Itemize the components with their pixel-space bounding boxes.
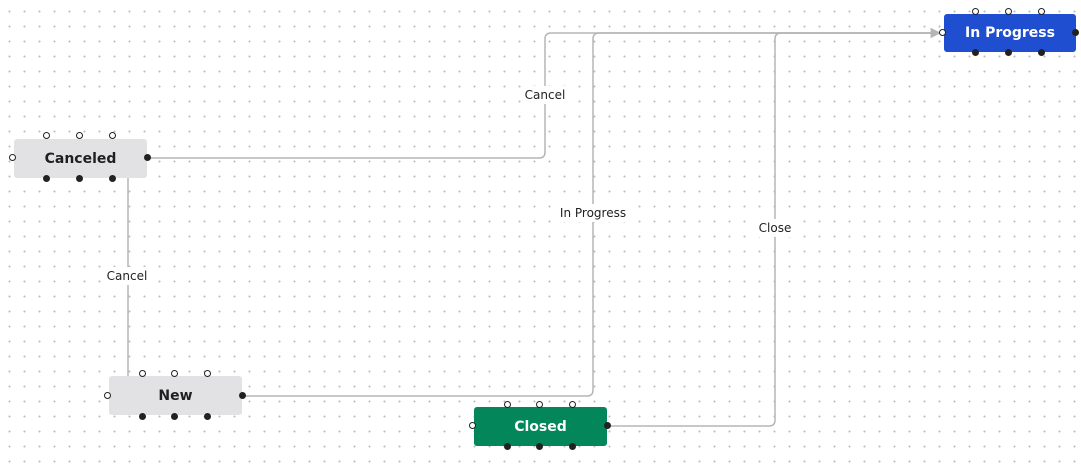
port-closed-top-1[interactable] <box>504 401 511 408</box>
port-in-progress-top-3[interactable] <box>1038 8 1045 15</box>
port-closed-bottom-1[interactable] <box>504 443 511 450</box>
port-closed-bottom-3[interactable] <box>569 443 576 450</box>
node-closed-label: Closed <box>514 418 567 435</box>
node-canceled[interactable]: Canceled <box>14 139 147 178</box>
port-in-progress-bottom-3[interactable] <box>1038 49 1045 56</box>
port-in-progress-left[interactable] <box>939 29 946 36</box>
node-closed[interactable]: Closed <box>474 407 607 446</box>
edge-label-in-progress[interactable]: In Progress <box>556 204 630 222</box>
port-new-top-1[interactable] <box>139 370 146 377</box>
port-in-progress-right[interactable] <box>1072 29 1079 36</box>
port-canceled-bottom-3[interactable] <box>109 175 116 182</box>
port-in-progress-top-2[interactable] <box>1005 8 1012 15</box>
node-canceled-label: Canceled <box>44 150 117 167</box>
port-new-top-3[interactable] <box>204 370 211 377</box>
port-canceled-top-3[interactable] <box>109 132 116 139</box>
edge-label-cancel-left[interactable]: Cancel <box>103 267 151 285</box>
port-in-progress-top-1[interactable] <box>972 8 979 15</box>
node-in-progress[interactable]: In Progress <box>944 14 1076 52</box>
port-closed-bottom-2[interactable] <box>536 443 543 450</box>
port-new-right[interactable] <box>239 392 246 399</box>
port-new-bottom-3[interactable] <box>204 413 211 420</box>
edge-label-cancel-top[interactable]: Cancel <box>521 86 569 104</box>
port-closed-left[interactable] <box>469 422 476 429</box>
node-new-label: New <box>158 387 193 404</box>
node-in-progress-label: In Progress <box>965 25 1055 41</box>
port-closed-top-3[interactable] <box>569 401 576 408</box>
port-canceled-right[interactable] <box>144 154 151 161</box>
port-canceled-bottom-2[interactable] <box>76 175 83 182</box>
port-closed-top-2[interactable] <box>536 401 543 408</box>
port-closed-right[interactable] <box>604 422 611 429</box>
port-canceled-bottom-1[interactable] <box>43 175 50 182</box>
port-in-progress-bottom-1[interactable] <box>972 49 979 56</box>
edge-label-close[interactable]: Close <box>755 219 795 237</box>
port-new-top-2[interactable] <box>171 370 178 377</box>
port-canceled-top-1[interactable] <box>43 132 50 139</box>
port-new-left[interactable] <box>104 392 111 399</box>
port-canceled-top-2[interactable] <box>76 132 83 139</box>
node-new[interactable]: New <box>109 376 242 415</box>
port-new-bottom-2[interactable] <box>171 413 178 420</box>
port-canceled-left[interactable] <box>9 154 16 161</box>
port-new-bottom-1[interactable] <box>139 413 146 420</box>
port-in-progress-bottom-2[interactable] <box>1005 49 1012 56</box>
